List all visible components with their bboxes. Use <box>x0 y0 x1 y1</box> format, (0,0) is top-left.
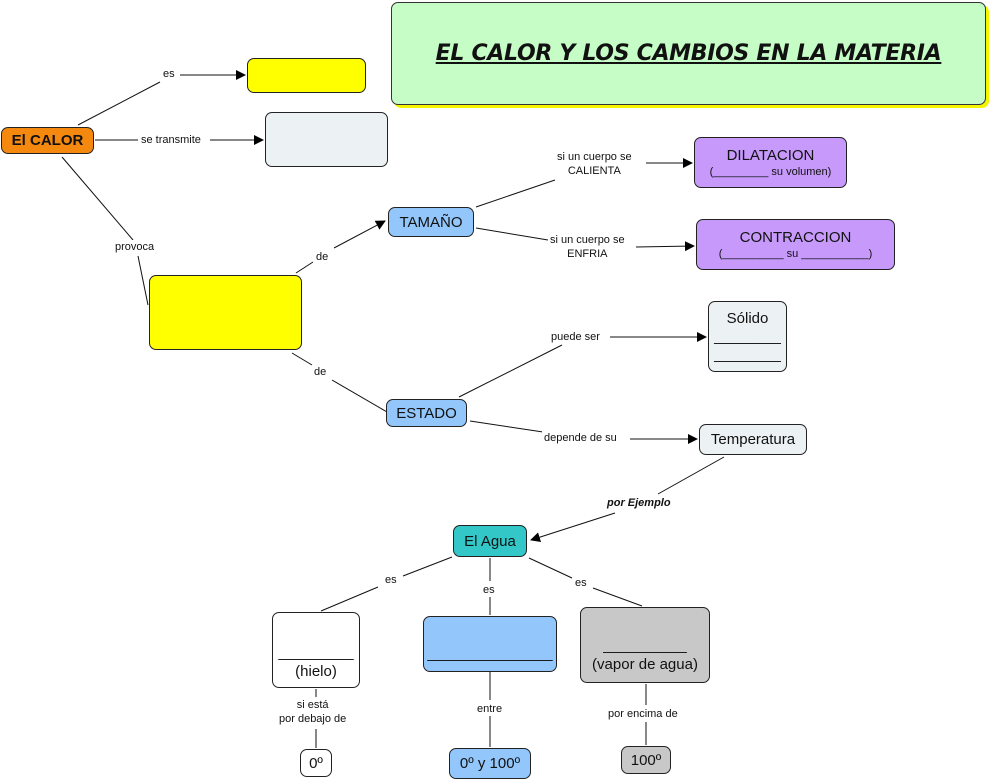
link-tamano-enfria <box>475 227 549 241</box>
link-label-es-vapor: es <box>573 576 589 590</box>
node-es-blank[interactable] <box>247 58 366 93</box>
node-tamano[interactable]: TAMAÑO <box>388 207 474 237</box>
node-cero-y-cien[interactable]: 0º y 100º <box>449 748 531 779</box>
node-title: Sólido <box>726 309 769 327</box>
node-subtitle: (_________ su volumen) <box>709 165 832 178</box>
link-label-se-transmite: se transmite <box>139 133 203 147</box>
node-label: TAMAÑO <box>399 213 463 231</box>
node-estado[interactable]: ESTADO <box>386 399 467 427</box>
node-label: 0º <box>309 754 323 772</box>
node-dilatacion[interactable]: DILATACION (_________ su volumen) <box>694 137 847 188</box>
node-label: (hielo) <box>295 663 337 680</box>
title-box: EL CALOR Y LOS CAMBIOS EN LA MATERIA <box>391 2 986 105</box>
node-el-calor[interactable]: El CALOR <box>1 127 94 154</box>
link-label-line: CALIENTA <box>567 165 621 177</box>
link-agua-es3 <box>528 557 573 579</box>
link-de2-estado <box>331 379 388 413</box>
link-label-line: si está <box>296 699 329 711</box>
node-blank: _______________ <box>427 645 553 662</box>
node-blank: __________ <box>603 637 687 654</box>
node-blank: _________ <box>278 644 354 661</box>
node-blank-2: ________ <box>714 345 781 363</box>
arrow-tamano <box>333 220 386 249</box>
link-label-calienta: si un cuerpo se CALIENTA <box>555 150 634 178</box>
link-label-line: ENFRIA <box>567 248 608 260</box>
link-label-enfria: si un cuerpo se ENFRIA <box>548 233 627 261</box>
node-label: 0º y 100º <box>459 755 521 772</box>
node-label: El Agua <box>464 532 516 550</box>
node-provoca-blank[interactable] <box>149 275 302 350</box>
link-label-entre: entre <box>475 702 505 716</box>
link-agua-es1 <box>402 556 453 577</box>
node-title: DILATACION <box>726 146 815 164</box>
link-label-puede-ser: puede ser <box>549 330 602 344</box>
link-label-encima: por encima de <box>606 707 680 721</box>
link-es3-vapor <box>592 587 643 607</box>
link-label-por-ejemplo: por Ejemplo <box>605 496 673 510</box>
node-label: ESTADO <box>396 404 457 422</box>
link-label-de-tamano: de <box>314 250 331 264</box>
node-temperatura[interactable]: Temperatura <box>699 424 807 455</box>
link-label-es-liquido: es <box>481 583 497 597</box>
link-label-depende: depende de su <box>542 431 619 445</box>
node-liquido[interactable]: _______________ <box>423 616 557 672</box>
link-estado-depende <box>469 420 544 433</box>
link-label-es-hielo: es <box>383 573 399 587</box>
link-tamano-calienta <box>475 179 556 208</box>
link-label-debajo: si está por debajo de <box>277 698 349 726</box>
node-label: (vapor de agua) <box>592 656 698 673</box>
node-solido[interactable]: Sólido ________ ________ <box>708 301 787 372</box>
link-es1-hielo <box>320 586 379 612</box>
link-root-provoca <box>61 156 134 241</box>
link-label-line: por debajo de <box>279 713 347 725</box>
link-label-de-estado: de <box>312 365 329 379</box>
node-label: El CALOR <box>11 132 84 149</box>
link-box-de2 <box>291 352 313 366</box>
arrow-contraccion <box>635 241 695 252</box>
node-hielo[interactable]: _________ (hielo) <box>272 612 360 688</box>
node-transmite-blank[interactable] <box>265 112 388 167</box>
link-provoca-box <box>137 255 149 306</box>
node-vapor[interactable]: __________ (vapor de agua) <box>580 607 710 683</box>
link-label-provoca: provoca <box>113 240 157 254</box>
node-cien[interactable]: 100º <box>621 746 671 774</box>
link-label-line: si un cuerpo se <box>550 234 625 246</box>
arrow-agua <box>530 512 616 543</box>
link-label-line: si un cuerpo se <box>557 151 632 163</box>
link-label-es: es <box>161 67 177 81</box>
node-label: Temperatura <box>710 431 796 448</box>
node-label: 100º <box>630 751 662 769</box>
link-box-de1 <box>295 261 314 274</box>
node-title: CONTRACCION <box>739 228 852 246</box>
node-contraccion[interactable]: CONTRACCION (__________ su ___________) <box>696 219 895 270</box>
node-subtitle: (__________ su ___________) <box>718 247 873 260</box>
node-el-agua[interactable]: El Agua <box>453 525 527 557</box>
node-cero[interactable]: 0º <box>300 749 332 777</box>
link-estado-puede <box>458 344 563 398</box>
page-title: EL CALOR Y LOS CAMBIOS EN LA MATERIA <box>435 41 942 66</box>
link-root-es <box>77 81 161 126</box>
node-blank-1: ________ <box>714 327 781 345</box>
link-temp-ejemplo <box>657 456 725 495</box>
